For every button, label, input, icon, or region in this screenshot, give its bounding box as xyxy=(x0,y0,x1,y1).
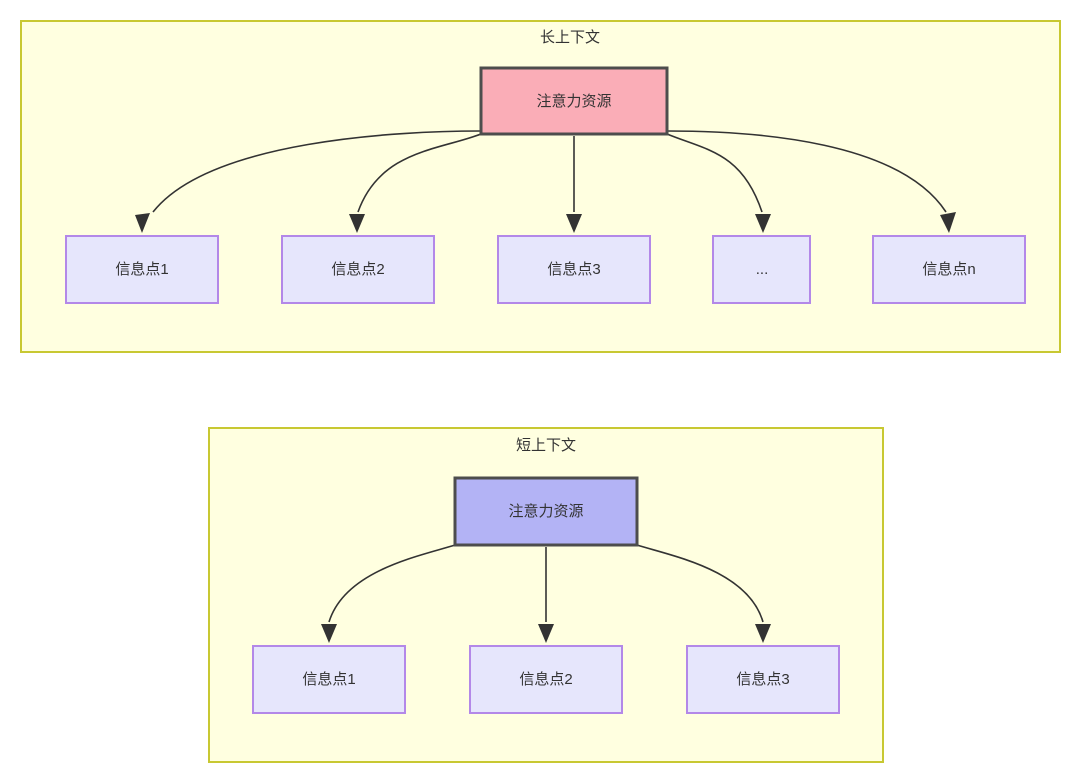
node-long-context-root-box[interactable] xyxy=(479,66,669,136)
arrow-head-leaf-4 xyxy=(755,214,771,233)
node-long-context-root[interactable]: 注意力资源 xyxy=(479,66,669,136)
arrow-head-leaf-5 xyxy=(940,212,956,233)
edge-group-short-context xyxy=(321,544,771,643)
node-short-context-leaf-2[interactable]: 信息点2 xyxy=(469,645,623,714)
edge-root-to-leaf-4 xyxy=(666,133,763,213)
arrow-head-leaf-2 xyxy=(349,214,365,233)
node-long-context-leaf-4-box[interactable] xyxy=(712,235,811,304)
node-long-context-leaf-2[interactable]: 信息点2 xyxy=(281,235,435,304)
node-long-context-leaf-4[interactable]: ... xyxy=(712,235,811,304)
node-long-context-leaf-1-box[interactable] xyxy=(65,235,219,304)
arrow-head-short-leaf-1 xyxy=(321,624,337,643)
node-long-context-leaf-5[interactable]: 信息点n xyxy=(872,235,1026,304)
node-long-context-leaf-4-label: ... xyxy=(756,261,769,278)
node-long-context-root-label: 注意力资源 xyxy=(536,92,611,110)
node-short-context-leaf-3[interactable]: 信息点3 xyxy=(686,645,840,714)
panel-long-context: 长上下文 注意力资源 信息 xyxy=(20,20,1061,353)
node-long-context-leaf-2-label: 信息点2 xyxy=(331,261,384,278)
panel-long-context-title: 长上下文 xyxy=(540,29,600,46)
edge-root-to-leaf-5 xyxy=(666,130,947,213)
node-short-context-root-label: 注意力资源 xyxy=(508,502,583,520)
edge-root-to-leaf-2 xyxy=(357,133,482,213)
node-long-context-leaf-5-label: 信息点n xyxy=(922,261,975,278)
panel-short-context-title: 短上下文 xyxy=(516,437,576,454)
node-short-context-root-box[interactable] xyxy=(453,476,639,547)
node-short-context-leaf-3-label: 信息点3 xyxy=(736,671,789,688)
node-long-context-leaf-1[interactable]: 信息点1 xyxy=(65,235,219,304)
node-long-context-leaf-5-box[interactable] xyxy=(872,235,1026,304)
node-long-context-leaf-2-box[interactable] xyxy=(281,235,435,304)
node-long-context-leaf-3[interactable]: 信息点3 xyxy=(497,235,651,304)
arrow-head-leaf-1 xyxy=(135,213,150,233)
node-short-context-root[interactable]: 注意力资源 xyxy=(453,476,639,547)
node-short-context-leaf-2-box[interactable] xyxy=(469,645,623,714)
node-short-context-leaf-1-label: 信息点1 xyxy=(302,671,355,688)
node-short-context-leaf-3-box[interactable] xyxy=(686,645,840,714)
node-long-context-leaf-3-box[interactable] xyxy=(497,235,651,304)
node-long-context-leaf-3-label: 信息点3 xyxy=(547,261,600,278)
arrow-head-short-leaf-3 xyxy=(755,624,771,643)
node-long-context-leaf-1-label: 信息点1 xyxy=(115,261,168,278)
panel-short-context: 短上下文 注意力资源 信息点1 信息点2 xyxy=(208,427,884,763)
node-short-context-leaf-2-label: 信息点2 xyxy=(519,671,572,688)
arrow-head-short-leaf-2 xyxy=(538,624,554,643)
edge-group-long-context xyxy=(135,130,956,233)
edge-short-root-to-leaf-3 xyxy=(636,544,764,623)
node-short-context-leaf-1-box[interactable] xyxy=(252,645,406,714)
node-short-context-leaf-1[interactable]: 信息点1 xyxy=(252,645,406,714)
arrow-head-leaf-3 xyxy=(566,214,582,233)
edge-root-to-leaf-1 xyxy=(152,130,482,213)
edge-short-root-to-leaf-1 xyxy=(328,544,456,623)
